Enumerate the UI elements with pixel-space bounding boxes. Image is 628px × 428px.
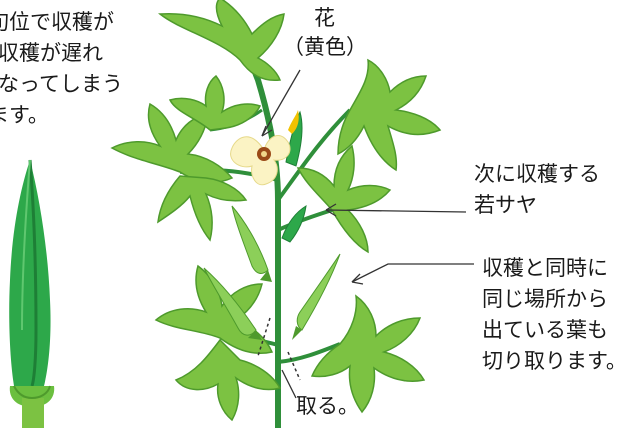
next-harvest-pointer [325, 209, 467, 213]
pods [203, 110, 341, 340]
flower [230, 110, 299, 186]
next-harvest-line-2: 若サヤ [474, 193, 537, 217]
leaf-removal-pointer [351, 263, 474, 283]
leaf-right-middle [296, 144, 392, 254]
pod-left-mid [231, 205, 269, 274]
leaf-upper-middle [168, 74, 262, 131]
leaf-removal-line-2: 同じ場所から [482, 287, 608, 311]
left-text-line-1: 旬位で収穫が [0, 10, 114, 34]
next-harvest-line-1: 次に収穫する [474, 162, 600, 186]
leaf-top [158, 0, 285, 82]
harvested-pod [9, 159, 55, 428]
pod-harvest-right [296, 253, 341, 331]
take-label: 取る。 [296, 394, 359, 418]
take-pointer [281, 369, 297, 399]
left-text-line-4: ます。 [0, 103, 49, 127]
leaf-removal-line-3: 出ている葉も [482, 318, 608, 342]
cut-marks [257, 317, 301, 381]
leaf-lower-right [310, 294, 426, 414]
flower-label-title: 花 [314, 6, 335, 30]
leaf-lower-left-bottom [174, 338, 282, 422]
flower-pointer [261, 69, 301, 137]
leaf-removal-line-1: 収穫と同時に [482, 256, 608, 280]
leaf-middle-left-lower [157, 175, 248, 242]
left-text-line-3: なってしまう [0, 72, 123, 96]
pod-harvest-left [203, 267, 257, 336]
leaf-removal-line-4: 切り取ります。 [482, 349, 627, 373]
pod-next-harvest [281, 205, 307, 243]
left-text-line-2: 収穫が遅れ [0, 41, 103, 65]
flower-label-color: （黄色） [283, 35, 367, 59]
leaf-upper-right [337, 58, 442, 172]
pointer-lines [261, 69, 474, 399]
leaves [110, 0, 442, 422]
